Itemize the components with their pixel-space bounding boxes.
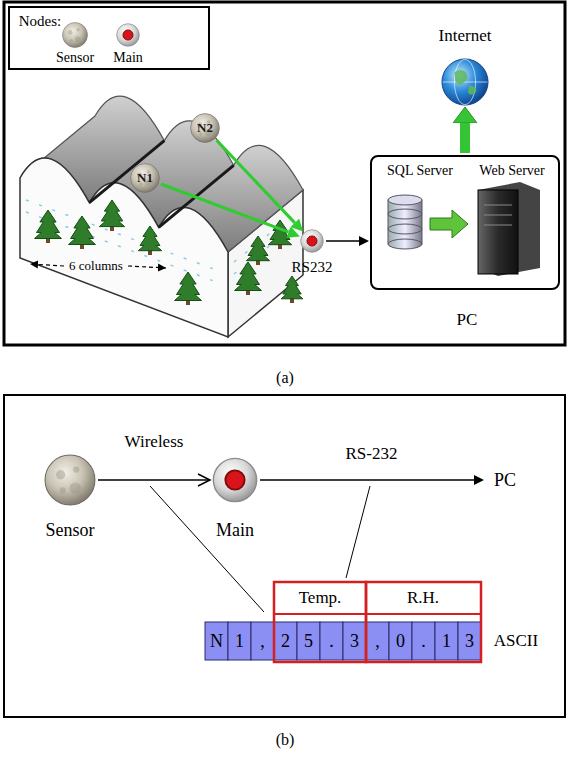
greenhouse: [20, 96, 303, 337]
ascii-char: N: [210, 632, 223, 651]
ascii-char: .: [329, 632, 334, 651]
field-bracket: [366, 582, 481, 662]
ascii-char: 0: [396, 632, 405, 651]
pc-label-node: PC: [485, 468, 525, 492]
ascii-char: 5: [304, 632, 313, 651]
ascii-char: 3: [350, 632, 359, 651]
node-label: PC: [457, 311, 478, 329]
field-name: R.H.: [407, 589, 439, 607]
edge-label: RS-232: [344, 445, 400, 463]
node-label: RS232: [292, 260, 333, 276]
panel-frame: [4, 395, 565, 717]
ascii-char: 1: [442, 632, 451, 651]
main-node-shape: [212, 457, 258, 503]
sensor-node: Sensor: [44, 454, 96, 506]
node-label: SQL Server: [387, 164, 453, 179]
field-bracket: [274, 582, 366, 662]
dimension-arrow: [128, 266, 166, 268]
node-label: Main: [216, 521, 254, 540]
panel-caption: (b): [276, 732, 295, 749]
sensor-icon: [62, 22, 88, 48]
edge-label: Wireless: [123, 433, 186, 451]
sensor-node-shape: [44, 454, 96, 506]
node-label: PC: [494, 471, 516, 490]
panel-frame: [4, 2, 565, 345]
legend-frame: [9, 7, 209, 69]
connector-arrow: [217, 140, 295, 223]
main-node: Main: [212, 457, 258, 503]
sensor-node: N1: [130, 163, 160, 193]
internet-globe: Internet: [441, 58, 489, 106]
main-node: RS232: [300, 229, 324, 253]
leader-line: [346, 486, 370, 578]
node-label: Web Server: [479, 164, 544, 179]
dimension-arrow: [30, 264, 64, 266]
ascii-char: 1: [235, 632, 244, 651]
connector-arrow: [161, 184, 289, 232]
field-name: Temp.: [299, 589, 342, 607]
encoding-label: ASCII: [494, 632, 538, 650]
ascii-char: 3: [465, 632, 474, 651]
node-label: Sensor: [46, 521, 95, 540]
leader-line: [150, 486, 264, 612]
ascii-char: ,: [260, 632, 265, 651]
database-icon: [388, 195, 422, 249]
internet-globe-shape: [441, 58, 489, 106]
ascii-char: 2: [281, 632, 290, 651]
legend-title: Nodes:: [19, 14, 62, 30]
trees: [35, 200, 303, 305]
ascii-char: .: [421, 632, 426, 651]
legend-text: Sensor: [56, 51, 94, 66]
ascii-frame: [205, 622, 481, 660]
ascii-char: ,: [375, 632, 380, 651]
panel-caption: (a): [276, 370, 294, 387]
connector-arrow: [260, 479, 474, 481]
connector-arrow: [460, 123, 470, 153]
main-node-shape: [300, 229, 324, 253]
connector-arrow: [98, 479, 210, 481]
pc-box: SQL ServerWeb ServerPC: [370, 155, 560, 290]
node-label: Internet: [439, 27, 492, 45]
field-bracket: [274, 613, 481, 615]
node-label: N2: [197, 121, 213, 135]
node-label: N1: [137, 171, 153, 185]
main-node-icon: [116, 23, 140, 47]
connector-arrow: [326, 240, 359, 242]
flow-arrow: [430, 210, 468, 238]
dimension-label: 6 columns: [69, 259, 123, 273]
server-icon: [478, 182, 540, 276]
sensor-node: N2: [190, 113, 220, 143]
legend-text: Main: [113, 51, 143, 66]
